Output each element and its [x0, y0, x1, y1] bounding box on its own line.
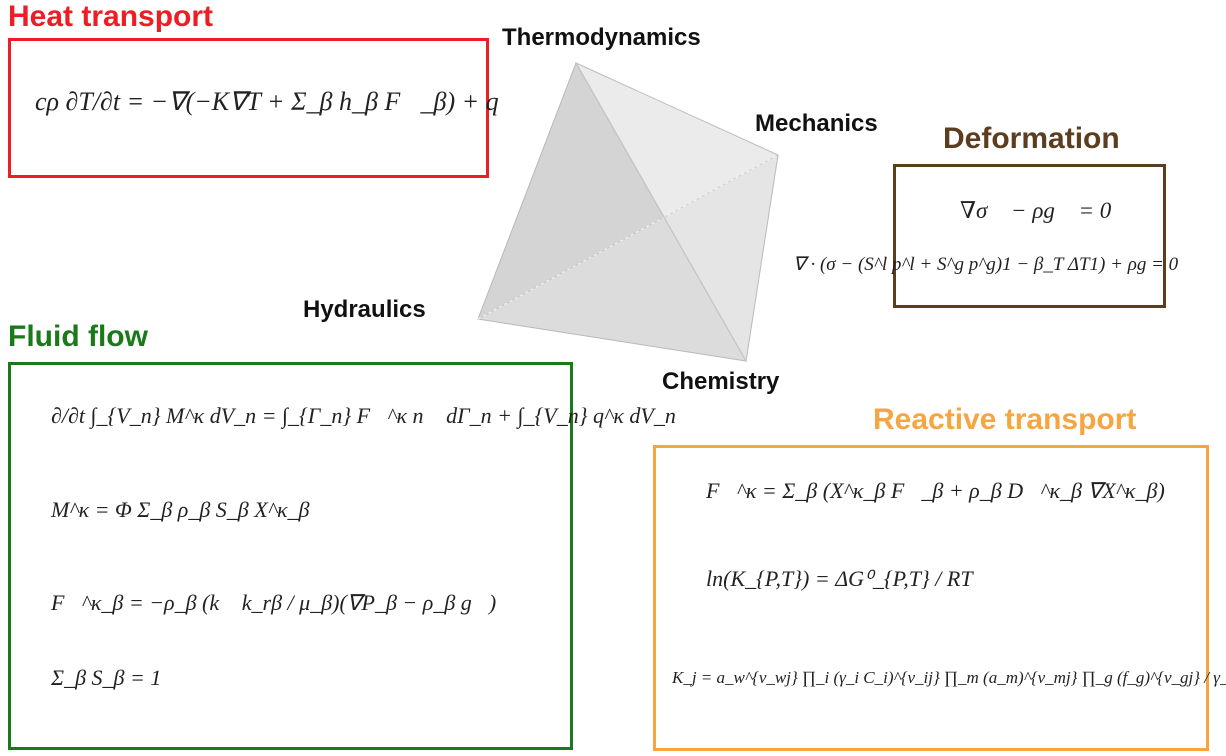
reactive-transport-title: Reactive transport	[873, 403, 1137, 436]
reactive-equation-3: K_j = a_w^{ν_wj} ∏_i (γ_i C_i)^{ν_ij} ∏_…	[672, 668, 1226, 687]
vertex-mechanics: Mechanics	[755, 110, 878, 137]
fluid-equation-2: M^κ = Φ Σ_β ρ_β S_β X^κ_β	[51, 497, 310, 522]
tetra-hidden-edge	[477, 154, 779, 320]
heat-transport-title: Heat transport	[8, 0, 214, 33]
heat-equation-text: cρ ∂T/∂t = −∇(−K∇T + Σ_β h_β F⃗_β) + q	[35, 87, 499, 116]
deformation-box	[893, 164, 1166, 308]
vertex-hydraulics: Hydraulics	[303, 296, 426, 323]
tetra-edge-tc	[575, 62, 747, 362]
fluid-equation-4: Σ_β S_β = 1	[51, 665, 162, 690]
heat-transport-box: cρ ∂T/∂t = −∇(−K∇T + Σ_β h_β F⃗_β) + q	[8, 38, 499, 178]
vertex-thermodynamics: Thermodynamics	[502, 24, 701, 51]
fluid-equation-3: F⃗^κ_β = −ρ_β (k⃗ k_rβ / μ_β)(∇P_β − ρ_β…	[51, 590, 497, 615]
fluid-flow-box: ∂/∂t ∫_{V_n} M^κ dV_n = ∫_{Γ_n} F⃗^κ n⃗ …	[8, 362, 676, 750]
thmc-tetrahedron	[476, 61, 779, 363]
heat-equation: cρ ∂T/∂t = −∇(−K∇T + Σ_β h_β F⃗_β) + q	[35, 87, 499, 117]
fluid-flow-title: Fluid flow	[8, 320, 148, 353]
reactive-equation-2: ln(K_{P,T}) = ΔG⁰_{P,T} / RT	[706, 566, 973, 591]
deformation-equation-2: ∇ · (σ − (S^l p^l + S^g p^g)1 − β_T ΔT1)…	[793, 254, 1179, 275]
deformation-title: Deformation	[943, 122, 1120, 155]
deformation-equation-1: ∇σ⃗ − ρg⃗ = 0	[960, 198, 1112, 223]
reactive-transport-box: F⃗^κ = Σ_β (X^κ_β F⃗_β + ρ_β D⃗^κ_β ∇X^κ…	[653, 445, 1226, 751]
vertex-chemistry: Chemistry	[662, 368, 780, 395]
fluid-equation-1: ∂/∂t ∫_{V_n} M^κ dV_n = ∫_{Γ_n} F⃗^κ n⃗ …	[51, 403, 676, 428]
reactive-equation-1: F⃗^κ = Σ_β (X^κ_β F⃗_β + ρ_β D⃗^κ_β ∇X^κ…	[706, 478, 1165, 503]
